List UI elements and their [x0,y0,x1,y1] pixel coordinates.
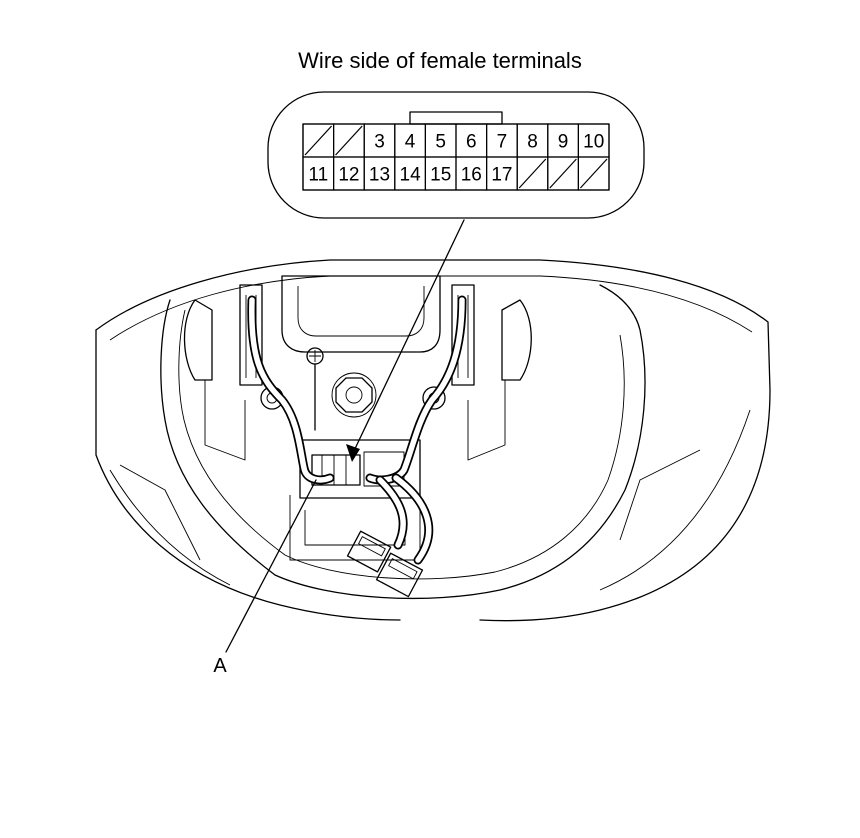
callout-a-leader [225,479,317,653]
terminal-number: 15 [430,165,451,186]
hanging-connector-2 [375,552,424,598]
terminal-number: 3 [374,132,385,153]
terminal-number: 13 [369,165,390,186]
terminal-cell [577,156,610,191]
airbag-pocket-inner [297,286,425,337]
terminal-number: 11 [308,165,328,186]
connector-A [311,454,361,486]
terminal-number: 10 [583,132,604,153]
callout-bubble [267,91,645,219]
left-switch-housing [183,299,213,381]
wheel-rim-left [95,329,401,621]
terminal-unused-slash [304,125,333,156]
diagram-caption: Wire side of female terminals [298,48,582,73]
callout-a-label: A [213,655,227,677]
terminal-number: 17 [491,165,512,186]
right-switch-housing [501,299,532,381]
terminal-number: 7 [497,132,508,153]
terminal-number: 6 [466,132,477,153]
left-bracket [239,284,263,386]
connector-lock-tab [409,111,503,125]
wheel-rim-right [95,259,771,622]
callout-pointer-arrowhead [346,444,360,462]
terminal-number: 5 [435,132,446,153]
right-bolt [422,386,446,410]
terminal-number: 12 [338,165,359,186]
wire-harness-right [367,297,465,483]
terminal-number: 8 [527,132,538,153]
hanging-connector-1 [346,530,392,573]
terminal-number: 16 [461,165,482,186]
center-nut [335,377,373,413]
terminal-unused-slash [518,158,547,189]
right-panel-line [599,409,751,591]
terminal-unused-slash [549,158,577,189]
left-lower-bracket [204,380,246,461]
right-lower-bracket [467,380,506,461]
callout-pointer-line [351,219,465,456]
wire-lead-2 [393,475,432,563]
wire-lead-1 [377,477,406,548]
terminal-number: 4 [405,132,416,153]
terminal-unused-slash [579,158,608,189]
hub-outline [160,284,646,600]
hub-inner-outline [178,309,625,580]
terminal-number: 14 [400,165,422,186]
airbag-pocket [281,275,441,353]
left-panel-line [109,469,231,586]
terminal-number: 9 [558,132,569,153]
terminal-unused-slash [335,125,363,156]
steering-wheel-assembly [95,259,771,622]
wire-harness-left [249,297,333,483]
wheel-rim-inner-top [109,275,753,341]
